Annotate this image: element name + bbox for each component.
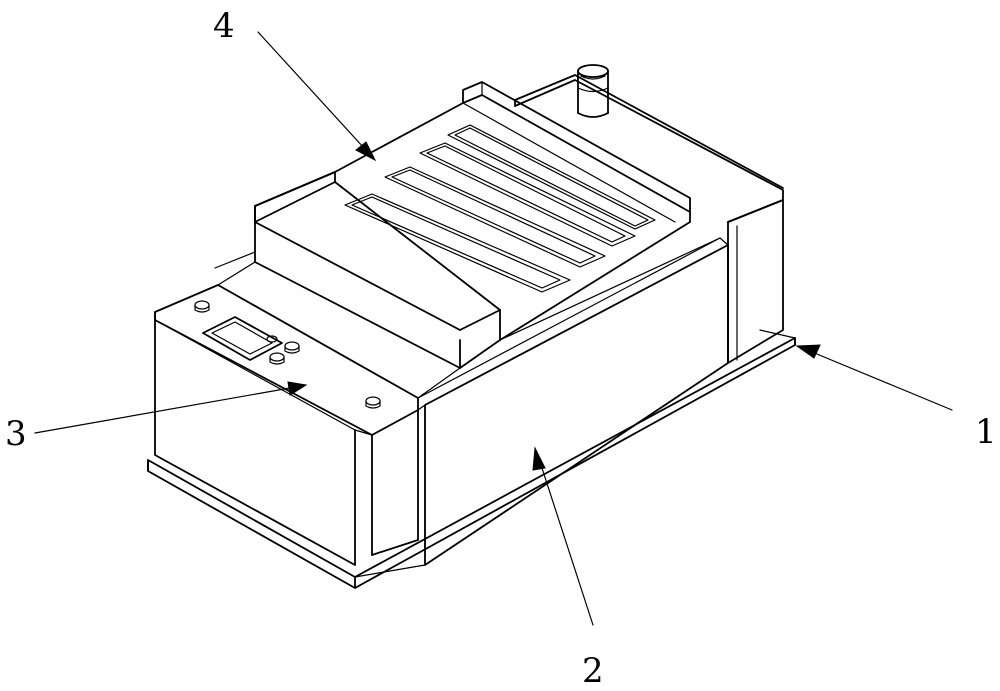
leader-4: [257, 31, 377, 162]
top-grille: [254, 81, 691, 369]
grille-slots: [344, 124, 656, 293]
callout-label-4: 4: [213, 6, 235, 46]
callout-label-3: 3: [5, 414, 27, 454]
leader-2: [532, 446, 594, 626]
callout-label-2: 2: [582, 651, 604, 691]
control-panel-box: [154, 284, 426, 566]
top-knob: [577, 64, 609, 118]
main-housing: [354, 237, 729, 578]
rear-block: [514, 64, 784, 364]
housing-top: [214, 237, 721, 399]
display-screen: [202, 316, 283, 361]
panel-buttons: [194, 300, 381, 409]
leader-3: [34, 381, 308, 434]
leader-1: [795, 344, 953, 411]
callout-label-1: 1: [975, 412, 997, 452]
